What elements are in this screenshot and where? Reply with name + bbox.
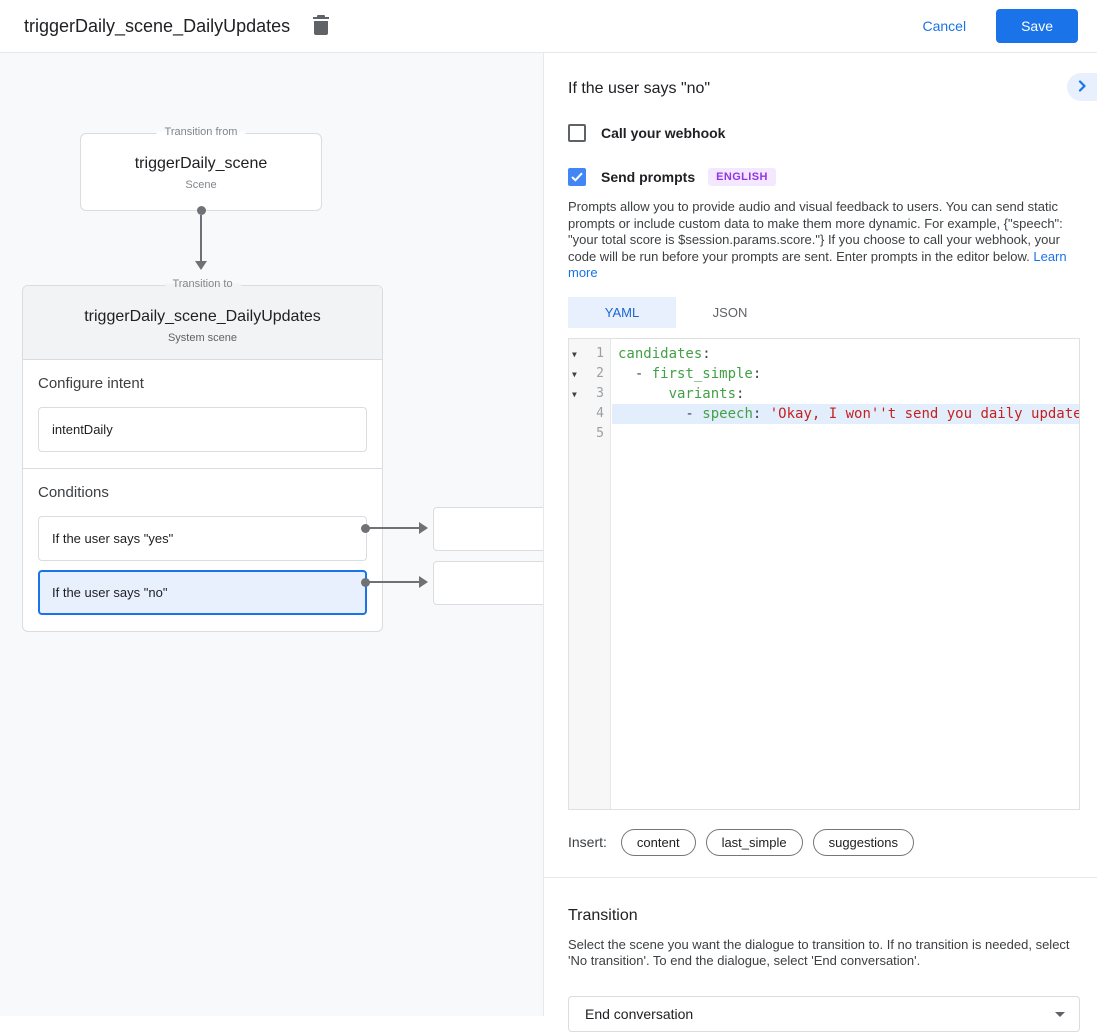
line-number: 5 [596, 425, 604, 441]
to-scene-header: triggerDaily_scene_DailyUpdates System s… [23, 286, 382, 360]
language-badge: ENGLISH [708, 168, 776, 186]
transition-to-card: Transition to triggerDaily_scene_DailyUp… [22, 278, 383, 632]
transition-select-value: End conversation [585, 1005, 694, 1022]
code-text: - first_simple: [618, 365, 762, 382]
gutter-cell: 4 [569, 404, 612, 424]
transition-from-box[interactable]: Transition from triggerDaily_scene Scene [80, 126, 322, 211]
code-text: variants: [668, 385, 745, 402]
send-prompts-checkbox[interactable] [568, 168, 586, 186]
connector-dot [197, 206, 206, 215]
tab-json[interactable]: JSON [712, 304, 748, 320]
insert-label: Insert: [568, 834, 607, 850]
condition-card-no[interactable]: If the user says "no" [38, 570, 367, 615]
line-number: 1 [596, 345, 604, 361]
condition-card-yes[interactable]: If the user says "yes" [38, 516, 367, 561]
collapse-panel-button[interactable] [1067, 73, 1097, 101]
fold-arrow-icon[interactable]: ▼ [572, 369, 577, 379]
configure-intent-section: Configure intent intentDaily [23, 360, 382, 468]
connector-line [369, 527, 419, 529]
check-icon [571, 172, 583, 182]
prompts-description: Prompts allow you to provide audio and v… [568, 199, 1080, 282]
webhook-checkbox[interactable] [568, 124, 586, 142]
conditions-label: Conditions [38, 484, 109, 501]
connector-dot [361, 578, 370, 587]
app-header: triggerDaily_scene_DailyUpdates Cancel S… [0, 0, 1097, 53]
send-prompts-row: Send prompts ENGLISH [568, 168, 1080, 186]
gutter-cell: ▼3 [569, 384, 612, 404]
editor-tabs: YAML JSON [568, 296, 1080, 328]
from-scene-type: Scene [185, 179, 217, 191]
arrowhead-down-icon [195, 261, 207, 270]
learn-more-link[interactable]: Learn more [568, 248, 1067, 281]
condition-details-panel: If the user says "no" Call your webhook … [543, 53, 1097, 1032]
line-number: 2 [596, 365, 604, 381]
code-text [612, 424, 1079, 444]
code-line: 4 - speech: 'Okay, I won''t send you dai… [569, 403, 1079, 424]
prompts-description-text: Prompts allow you to provide audio and v… [568, 199, 1063, 264]
code-text: - speech: 'Okay, I won''t send you daily… [612, 403, 1079, 424]
code-line: 5 [569, 424, 1079, 444]
transition-to-legend: Transition to [164, 278, 241, 290]
code-text: candidates: [618, 345, 711, 362]
insert-chip-last_simple[interactable]: last_simple [705, 828, 803, 856]
to-scene-type: System scene [167, 332, 238, 344]
section-divider [544, 876, 1097, 878]
connector-dot [361, 524, 370, 533]
webhook-label: Call your webhook [601, 125, 726, 141]
save-button[interactable]: Save [996, 9, 1078, 43]
fold-arrow-icon[interactable]: ▼ [572, 349, 577, 359]
from-scene-name: triggerDaily_scene [134, 155, 268, 172]
caret-down-icon [1055, 1011, 1065, 1017]
send-prompts-label: Send prompts [601, 169, 696, 185]
insert-chip-content[interactable]: content [620, 828, 696, 856]
transition-description: Select the scene you want the dialogue t… [568, 936, 1070, 969]
conditions-section: Conditions If the user says "yes" If the… [23, 468, 382, 631]
gutter-cell: ▼2 [569, 364, 612, 384]
chevron-right-icon [1076, 79, 1088, 95]
webhook-row: Call your webhook [568, 124, 1080, 142]
transition-select[interactable]: End conversation [568, 995, 1080, 1032]
gutter-cell: 5 [569, 424, 612, 444]
transition-section-title: Transition [568, 906, 638, 924]
connector-line [200, 215, 202, 262]
tab-yaml[interactable]: YAML [568, 296, 676, 328]
arrowhead-right-icon [419, 576, 428, 588]
code-line: ▼2 - first_simple: [569, 364, 1079, 384]
to-scene-name: triggerDaily_scene_DailyUpdates [84, 308, 321, 325]
fold-arrow-icon[interactable]: ▼ [572, 389, 577, 399]
editor-gutter [569, 338, 611, 809]
line-number: 3 [596, 385, 604, 401]
insert-chips: content last_simple suggestions [607, 828, 914, 856]
arrowhead-right-icon [419, 522, 428, 534]
configure-intent-label: Configure intent [38, 375, 144, 392]
line-number: 4 [596, 405, 604, 421]
condition-title: If the user says "no" [568, 80, 711, 97]
code-line: ▼3 variants: [569, 384, 1079, 404]
delete-button[interactable] [308, 13, 334, 39]
transition-from-legend: Transition from [156, 126, 246, 138]
gutter-cell: ▼1 [569, 344, 612, 364]
scene-flow-canvas: Transition from triggerDaily_scene Scene… [0, 53, 543, 1016]
insert-row: Insert: content last_simple suggestions [568, 828, 1080, 856]
page-title: triggerDaily_scene_DailyUpdates [24, 15, 291, 36]
intent-item[interactable]: intentDaily [38, 407, 367, 452]
transition-target-box[interactable] [433, 561, 543, 605]
cancel-button[interactable]: Cancel [922, 18, 967, 34]
connector-line [369, 581, 419, 583]
trash-icon [312, 14, 330, 38]
header-actions: Cancel Save [922, 9, 1078, 43]
insert-chip-suggestions[interactable]: suggestions [812, 828, 914, 856]
transition-target-box[interactable] [433, 507, 543, 551]
